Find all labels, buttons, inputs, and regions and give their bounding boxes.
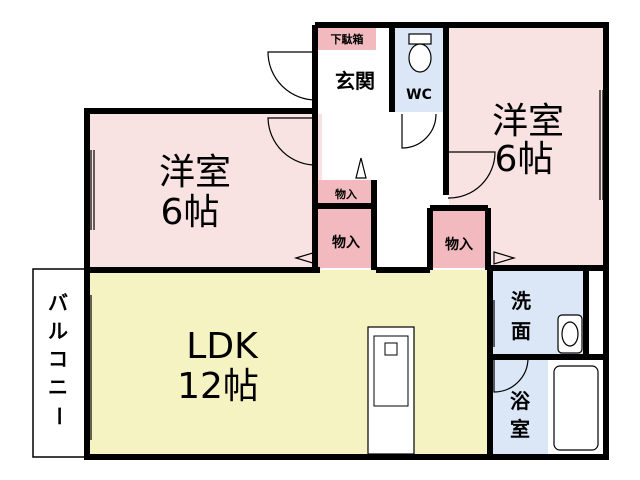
shoe-box [318,28,376,50]
western-right-size: 6帖 [495,139,554,180]
bathroom [492,358,548,454]
sink-icon [557,314,583,354]
windows [90,90,604,440]
balcony [32,268,87,458]
storage-right [430,208,488,268]
washroom-label-2: 面 [511,319,531,343]
western-right-name: 洋室 [492,101,564,142]
toilet-icon [408,33,432,73]
western-room-left [90,114,322,269]
balcony-label-1: バ [48,291,68,315]
washroom-label-1: 洗 [511,289,531,313]
bathroom-label-1: 浴 [510,389,531,413]
ldk-size: 12帖 [177,366,259,407]
walls [84,22,609,460]
bathroom-label-2: 室 [510,417,530,441]
western-left-name: 洋室 [159,152,231,193]
entrance [318,52,392,112]
balcony-label-4: ニ [48,375,68,399]
ldk-name: LDK [186,326,259,367]
storage-small [318,180,374,206]
storage-left [318,208,374,268]
door-swings [267,51,529,393]
storage-left-label: 物入 [332,234,360,251]
storage-small-label: 物入 [335,187,357,201]
entrance-label: 玄関 [335,69,375,93]
western-left-size: 6帖 [161,192,220,233]
storage-right-label: 物入 [445,236,473,253]
balcony-label-3: コ [48,347,68,371]
shoe-box-label: 下駄箱 [331,32,364,46]
balcony-label-5: ー [47,406,71,426]
bathtub-icon [553,365,599,451]
kitchen-icon [367,326,415,455]
ldk-room [90,270,490,454]
wc-label: WC [406,87,432,103]
balcony-label-2: ル [48,319,68,343]
